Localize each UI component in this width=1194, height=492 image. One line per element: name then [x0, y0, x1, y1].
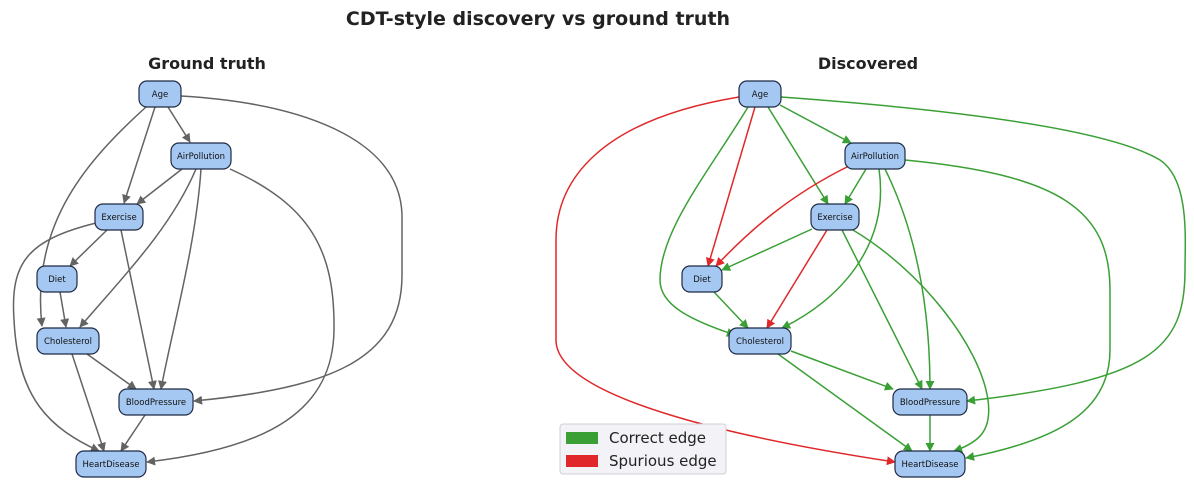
- discovered-edges: [555, 96, 1187, 466]
- legend-swatch-spurious: [566, 455, 598, 467]
- spurious-edge-age-to-heart-disease: [555, 96, 896, 466]
- left-node-box-exercise: [94, 203, 144, 231]
- left-node-label-heart-disease: HeartDisease: [82, 460, 139, 470]
- truth-edge-cholesterol-to-heart-disease: [71, 353, 106, 452]
- left-node-box-diet: [36, 265, 78, 293]
- truth-edge-cholesterol-to-blood-pressure: [86, 353, 137, 390]
- discovered-nodes: AgeAirPollutionExerciseDietCholesterolBl…: [681, 80, 968, 478]
- truth-edge-exercise-to-diet: [69, 229, 108, 267]
- right-node-age: Age: [738, 80, 782, 108]
- correct-edge-diet-to-cholesterol: [713, 291, 749, 329]
- correct-edge-air-pollution-to-exercise: [844, 168, 867, 205]
- right-node-box-age: [738, 80, 782, 108]
- truth-edge-age-to-exercise: [122, 106, 156, 204]
- left-node-cholesterol: Cholesterol: [36, 327, 100, 355]
- right-node-label-air-pollution: AirPollution: [851, 152, 899, 162]
- left-node-exercise: Exercise: [94, 203, 144, 231]
- spurious-edge-age-to-diet: [705, 106, 756, 267]
- legend-swatch-correct: [566, 432, 598, 444]
- legend-label-correct: Correct edge: [609, 429, 706, 447]
- left-node-label-blood-pressure: BloodPressure: [126, 398, 186, 408]
- correct-edge-age-to-air-pollution: [779, 104, 852, 144]
- right-node-diet: Diet: [681, 265, 723, 293]
- correct-edge-age-to-blood-pressure: [780, 96, 1187, 405]
- left-node-box-blood-pressure: [118, 388, 194, 416]
- truth-edge-air-pollution-to-cholesterol: [79, 168, 197, 328]
- correct-edge-age-to-exercise: [767, 106, 829, 205]
- right-node-box-exercise: [810, 203, 860, 231]
- left-node-box-cholesterol: [36, 327, 100, 355]
- right-node-label-exercise: Exercise: [817, 213, 852, 223]
- ground-truth-edges: [12, 95, 403, 466]
- correct-edge-age-to-cholesterol: [659, 106, 749, 337]
- legend-box: [559, 423, 727, 475]
- left-node-box-age: [138, 80, 182, 108]
- left-node-label-exercise: Exercise: [101, 213, 136, 223]
- right-node-box-diet: [681, 265, 723, 293]
- left-panel-title: Ground truth: [148, 54, 266, 73]
- legend: Correct edge Spurious edge: [559, 423, 727, 475]
- correct-edge-air-pollution-to-heart-disease: [904, 159, 1111, 461]
- right-panel-title: Discovered: [818, 54, 918, 73]
- figure-title: CDT-style discovery vs ground truth: [346, 8, 730, 30]
- left-node-box-heart-disease: [75, 450, 147, 478]
- left-node-label-cholesterol: Cholesterol: [44, 337, 92, 347]
- right-node-box-cholesterol: [728, 327, 792, 355]
- right-node-heart-disease: HeartDisease: [894, 450, 966, 478]
- left-node-label-air-pollution: AirPollution: [177, 152, 225, 162]
- right-node-box-heart-disease: [894, 450, 966, 478]
- spurious-edge-exercise-to-cholesterol: [766, 229, 828, 329]
- correct-edge-exercise-to-heart-disease: [852, 229, 990, 453]
- left-node-air-pollution: AirPollution: [170, 142, 232, 170]
- right-node-label-heart-disease: HeartDisease: [901, 460, 958, 470]
- spurious-edge-air-pollution-to-diet: [715, 165, 850, 267]
- left-node-age: Age: [138, 80, 182, 108]
- left-node-box-air-pollution: [170, 142, 232, 170]
- correct-edge-cholesterol-to-blood-pressure: [790, 350, 894, 391]
- right-node-cholesterol: Cholesterol: [728, 327, 792, 355]
- truth-edge-air-pollution-to-blood-pressure: [158, 168, 202, 390]
- left-node-label-age: Age: [152, 90, 168, 100]
- truth-edge-blood-pressure-to-heart-disease: [120, 414, 146, 452]
- right-node-blood-pressure: BloodPressure: [892, 388, 968, 416]
- right-node-exercise: Exercise: [810, 203, 860, 231]
- right-node-label-diet: Diet: [693, 275, 711, 285]
- truth-edge-air-pollution-to-exercise: [136, 168, 183, 205]
- left-node-heart-disease: HeartDisease: [75, 450, 147, 478]
- correct-edge-cholesterol-to-heart-disease: [777, 353, 913, 452]
- legend-label-spurious: Spurious edge: [609, 452, 717, 470]
- left-node-label-diet: Diet: [48, 275, 66, 285]
- correct-edge-exercise-to-diet: [721, 228, 813, 271]
- correct-edge-air-pollution-to-blood-pressure: [884, 168, 935, 390]
- truth-edge-age-to-blood-pressure: [180, 95, 403, 405]
- ground-truth-nodes: AgeAirPollutionExerciseDietCholesterolBl…: [36, 80, 232, 478]
- correct-edge-exercise-to-blood-pressure: [841, 229, 923, 390]
- right-node-label-blood-pressure: BloodPressure: [900, 398, 960, 408]
- truth-edge-exercise-to-blood-pressure: [120, 229, 157, 390]
- truth-edge-air-pollution-to-heart-disease: [146, 168, 335, 466]
- left-node-diet: Diet: [36, 265, 78, 293]
- left-node-blood-pressure: BloodPressure: [118, 388, 194, 416]
- right-node-label-age: Age: [752, 90, 768, 100]
- right-node-box-blood-pressure: [892, 388, 968, 416]
- right-node-label-cholesterol: Cholesterol: [736, 337, 784, 347]
- truth-edge-exercise-to-heart-disease: [12, 222, 100, 452]
- right-node-air-pollution: AirPollution: [844, 142, 906, 170]
- right-node-box-air-pollution: [844, 142, 906, 170]
- truth-edge-age-to-air-pollution: [167, 106, 191, 143]
- truth-edge-diet-to-cholesterol: [59, 291, 70, 328]
- correct-edge-air-pollution-to-cholesterol: [781, 168, 882, 329]
